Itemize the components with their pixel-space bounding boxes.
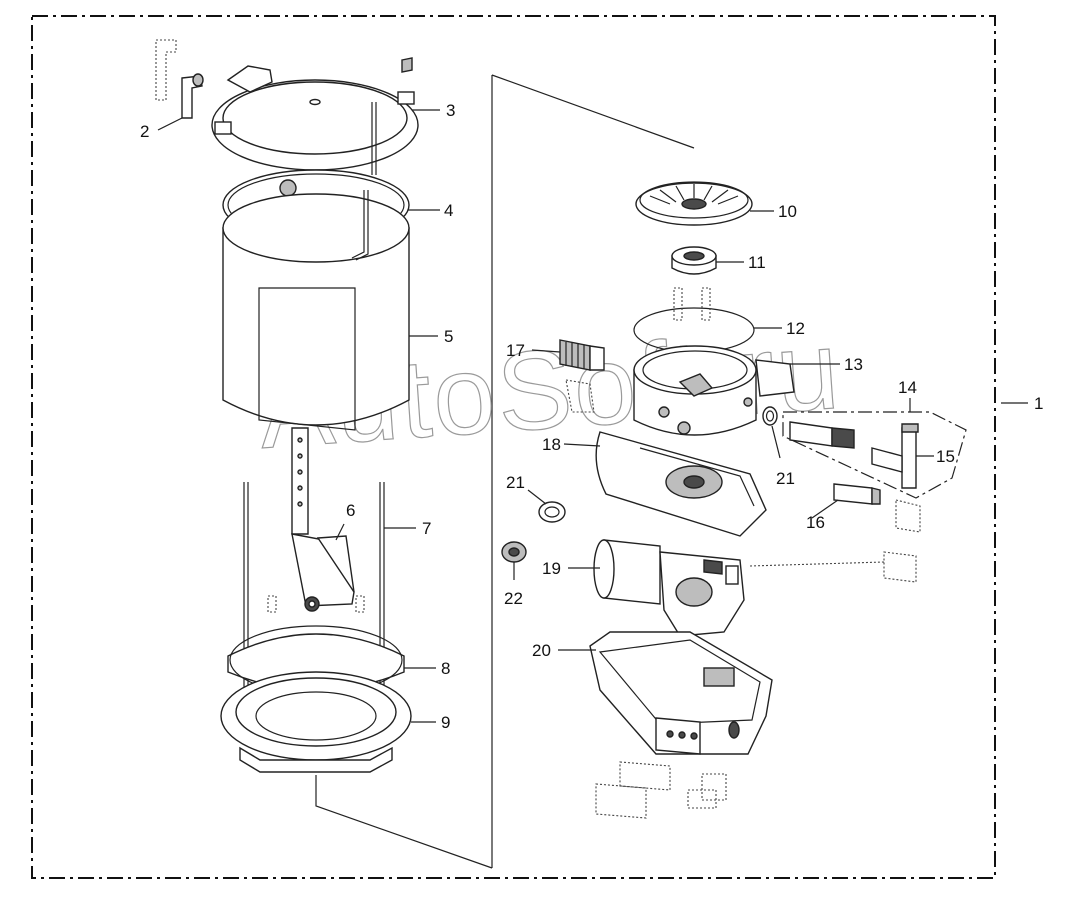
- part-11-bearing: [671, 246, 717, 275]
- assembly-frame: [31, 15, 996, 879]
- callout-6: 6: [346, 501, 355, 520]
- callout-21-right: 21: [776, 469, 795, 488]
- callout-13: 13: [844, 355, 863, 374]
- callout-12: 12: [786, 319, 805, 338]
- callout-1: 1: [1034, 394, 1043, 413]
- part-17-fill-coupler: [559, 339, 605, 413]
- part-19-motor: [593, 539, 745, 637]
- part-10-follower-plate: [635, 181, 753, 226]
- callout-7: 7: [422, 519, 431, 538]
- part-21-washer-left: [538, 501, 566, 523]
- callout-3: 3: [446, 101, 455, 120]
- part-14-fitting-kit: [782, 398, 967, 499]
- callout-20: 20: [532, 641, 551, 660]
- part-20-base-tray: [589, 631, 773, 755]
- part-2-elbow-fitting: [155, 39, 204, 119]
- part-3-reservoir-lid: [211, 57, 419, 175]
- part-18-motor-cover: [595, 421, 767, 537]
- divider-panel: [315, 74, 695, 869]
- callout-15: 15: [936, 447, 955, 466]
- callout-leader-lines: [157, 109, 1028, 723]
- part-22-plug: [501, 541, 527, 563]
- callout-18: 18: [542, 435, 561, 454]
- tray-accessories: [595, 761, 727, 819]
- callout-19: 19: [542, 559, 561, 578]
- callout-14: 14: [898, 378, 917, 397]
- callout-17: 17: [506, 341, 525, 360]
- callout-21-left: 21: [506, 473, 525, 492]
- callout-22: 22: [504, 589, 523, 608]
- callout-2: 2: [140, 122, 149, 141]
- part-16-connector: [749, 483, 921, 583]
- callout-9: 9: [441, 713, 450, 732]
- callout-10: 10: [778, 202, 797, 221]
- callout-8: 8: [441, 659, 450, 678]
- part-15-tee-fitting: [871, 423, 919, 489]
- part-21-washer-right: [762, 406, 778, 426]
- part-6-stirring-paddle: [291, 427, 355, 612]
- callout-labels: 1 2 3 4 5 6 7 8 9 10 11 12 13 14 15 16 1…: [140, 101, 1043, 732]
- callout-4: 4: [444, 201, 453, 220]
- callout-16: 16: [806, 513, 825, 532]
- callout-5: 5: [444, 327, 453, 346]
- part-5-reservoir-bowl: [222, 190, 410, 431]
- callout-11: 11: [748, 253, 766, 272]
- part-9-reservoir-base: [220, 671, 412, 773]
- part-13-pump-housing: [633, 345, 795, 436]
